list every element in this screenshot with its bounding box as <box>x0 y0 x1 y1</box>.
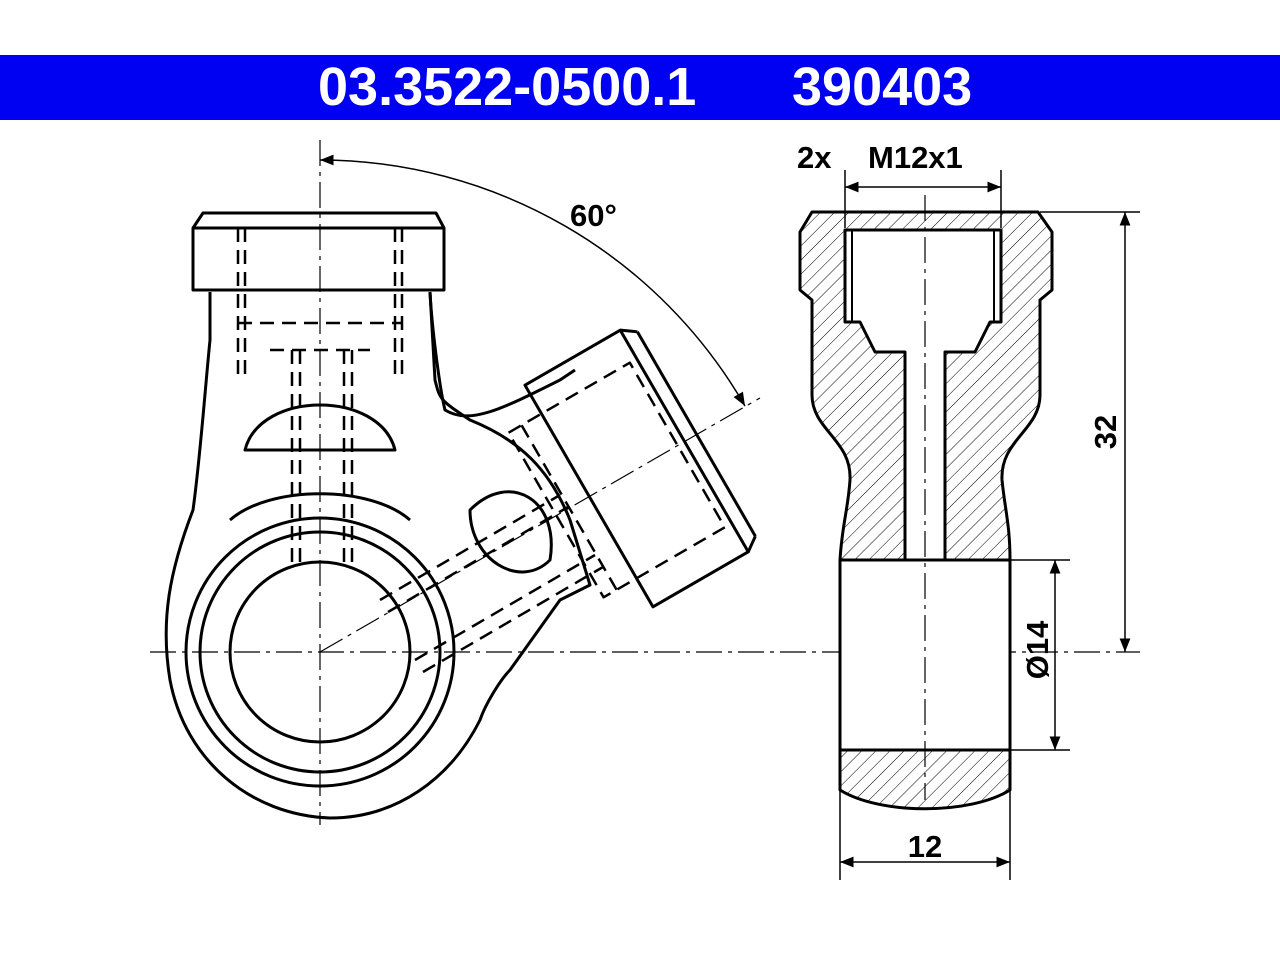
angle-dimension <box>319 154 746 407</box>
part-number: 03.3522-0500.1 <box>318 57 697 117</box>
reference-number: 390403 <box>792 57 973 117</box>
top-cap <box>191 211 446 292</box>
thread-spec-label: M12x1 <box>868 140 963 175</box>
right-view <box>798 210 1054 811</box>
height-label: 32 <box>1088 415 1123 449</box>
thread-count-label: 2x <box>797 140 832 175</box>
title-bar: 03.3522-0500.1 390403 <box>0 55 1280 120</box>
diameter-label: Ø14 <box>1020 620 1055 679</box>
left-view <box>164 211 757 820</box>
left-centerlines <box>150 140 1140 825</box>
width-label: 12 <box>908 829 942 864</box>
right-dimensions <box>839 170 1140 880</box>
angle-label: 60° <box>570 198 617 233</box>
body-outline <box>164 291 592 820</box>
